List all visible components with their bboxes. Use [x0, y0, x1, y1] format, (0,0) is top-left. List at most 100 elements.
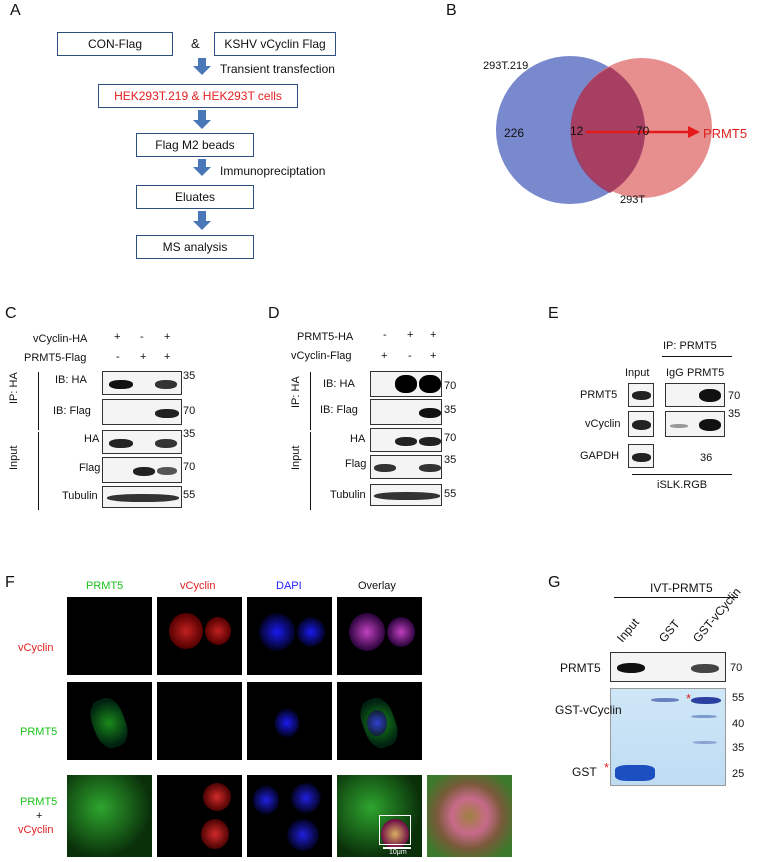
- micro-r3-dapi: [247, 775, 332, 857]
- transient-label: Transient transfection: [220, 62, 335, 76]
- e-blot-label: PRMT5: [580, 389, 618, 401]
- c-blot-label: IB: Flag: [53, 405, 91, 417]
- panel-label-e: E: [548, 305, 559, 322]
- e-blot-label: vCyclin: [585, 418, 621, 430]
- e-lane-label: PRMT5: [687, 367, 725, 379]
- g-mw: 70: [730, 662, 743, 674]
- kshv-box: KSHV vCyclin Flag: [214, 32, 336, 56]
- c-sign: +: [114, 331, 121, 343]
- c-sign: -: [140, 331, 144, 343]
- micro-r2-overlay: [337, 682, 422, 760]
- c-mw: 35: [183, 428, 196, 440]
- c-mw: 70: [183, 405, 196, 417]
- c-mw: 55: [183, 489, 196, 501]
- d-sign: +: [430, 329, 437, 341]
- g-blot-label: PRMT5: [560, 661, 601, 675]
- c-blot-ib-ha: [102, 371, 182, 395]
- micro-r1-overlay: [337, 597, 422, 675]
- e-mw: 36: [700, 452, 713, 464]
- micro-r2-vcyclin: [157, 682, 242, 760]
- e-blot-label: GAPDH: [580, 450, 620, 462]
- g-coomassie-gel: [610, 688, 726, 786]
- d-sign: +: [381, 350, 388, 362]
- e-blot-prmt5-ip: [665, 383, 725, 407]
- d-mw: 70: [444, 432, 457, 444]
- arrow-3: [198, 159, 206, 167]
- g-gel-label: GST: [572, 765, 597, 779]
- d-mw: 55: [444, 488, 457, 500]
- f-row-label: +: [36, 810, 43, 822]
- ms-box: MS analysis: [136, 235, 254, 259]
- c-bracket-input: [38, 432, 39, 510]
- e-blot-vcyclin-ip: [665, 411, 725, 437]
- venn-target: PRMT5: [703, 126, 748, 141]
- c-sign: +: [140, 351, 147, 363]
- micro-r1-vcyclin: [157, 597, 242, 675]
- c-group-ip: IP: HA: [8, 372, 20, 404]
- arrow-4: [198, 211, 206, 221]
- venn-only2: 70: [636, 124, 650, 138]
- f-row-label: PRMT5: [20, 796, 58, 808]
- d-blot-label: Flag: [345, 458, 367, 470]
- c-group-input: Input: [8, 445, 20, 470]
- venn-only1: 226: [504, 126, 525, 140]
- beads-box: Flag M2 beads: [136, 133, 254, 157]
- d-blot-ha: [370, 428, 442, 452]
- e-cell-label: iSLK.RGB: [657, 479, 708, 491]
- g-star-gst: *: [604, 760, 610, 775]
- e-mw: 35: [728, 408, 741, 420]
- e-blot-vcyclin-input: [628, 411, 654, 437]
- c-blot-label: HA: [84, 433, 100, 445]
- d-mw: 35: [444, 404, 457, 416]
- g-gel-mw: 40: [732, 718, 745, 730]
- d-mw: 70: [444, 380, 457, 392]
- e-lane-label: IgG: [666, 367, 684, 379]
- f-row-label: PRMT5: [20, 726, 58, 738]
- d-sign: +: [407, 329, 414, 341]
- g-title: IVT-PRMT5: [650, 581, 713, 595]
- e-ip-line: [662, 356, 732, 357]
- panel-label-b: B: [446, 2, 457, 19]
- f-row-label: vCyclin: [18, 824, 54, 836]
- venn-set1-label: 293T.219: [483, 60, 529, 72]
- e-mw: 70: [728, 390, 741, 402]
- micro-r3-overlay: 10μm: [337, 775, 422, 857]
- zoom-box: [379, 815, 411, 845]
- arrow-2-head: [193, 120, 211, 129]
- scale-bar: [383, 847, 411, 849]
- c-blot-label: Flag: [79, 462, 101, 474]
- ip-label: Immunopreciptation: [220, 164, 326, 178]
- c-blot-label: IB: HA: [55, 374, 87, 386]
- micro-r3-vcyclin: [157, 775, 242, 857]
- d-blot-label: IB: Flag: [320, 404, 358, 416]
- c-row2-label: PRMT5-Flag: [24, 352, 87, 364]
- f-col-label: DAPI: [276, 580, 302, 592]
- micro-r3-prmt5: [67, 775, 152, 857]
- d-blot-flag: [370, 455, 442, 479]
- d-row2-label: vCyclin-Flag: [291, 350, 352, 362]
- d-sign: +: [430, 350, 437, 362]
- d-bracket-ip: [310, 372, 311, 430]
- c-bracket-ip: [38, 372, 39, 430]
- arrow-2: [198, 110, 206, 120]
- c-sign: -: [116, 351, 120, 363]
- d-blot-label: HA: [350, 433, 366, 445]
- g-gel-mw: 35: [732, 742, 745, 754]
- g-gel-label: GST-vCyclin: [555, 703, 622, 717]
- g-blot-prmt5: [610, 652, 726, 682]
- c-blot-ib-flag: [102, 399, 182, 425]
- e-blot-gapdh: [628, 444, 654, 468]
- d-group-input: Input: [290, 445, 302, 470]
- venn-overlap: [570, 67, 646, 193]
- c-mw: 70: [183, 461, 196, 473]
- micro-r2-dapi: [247, 682, 332, 760]
- g-title-line: [614, 597, 738, 598]
- c-row1-label: vCyclin-HA: [33, 333, 88, 345]
- f-col-label: vCyclin: [180, 580, 216, 592]
- g-gel-mw: 25: [732, 768, 745, 780]
- f-col-label: PRMT5: [86, 580, 124, 592]
- d-mw: 35: [444, 454, 457, 466]
- panel-label-c: C: [5, 305, 17, 322]
- panel-label-d: D: [268, 305, 280, 322]
- f-row-label: vCyclin: [18, 642, 54, 654]
